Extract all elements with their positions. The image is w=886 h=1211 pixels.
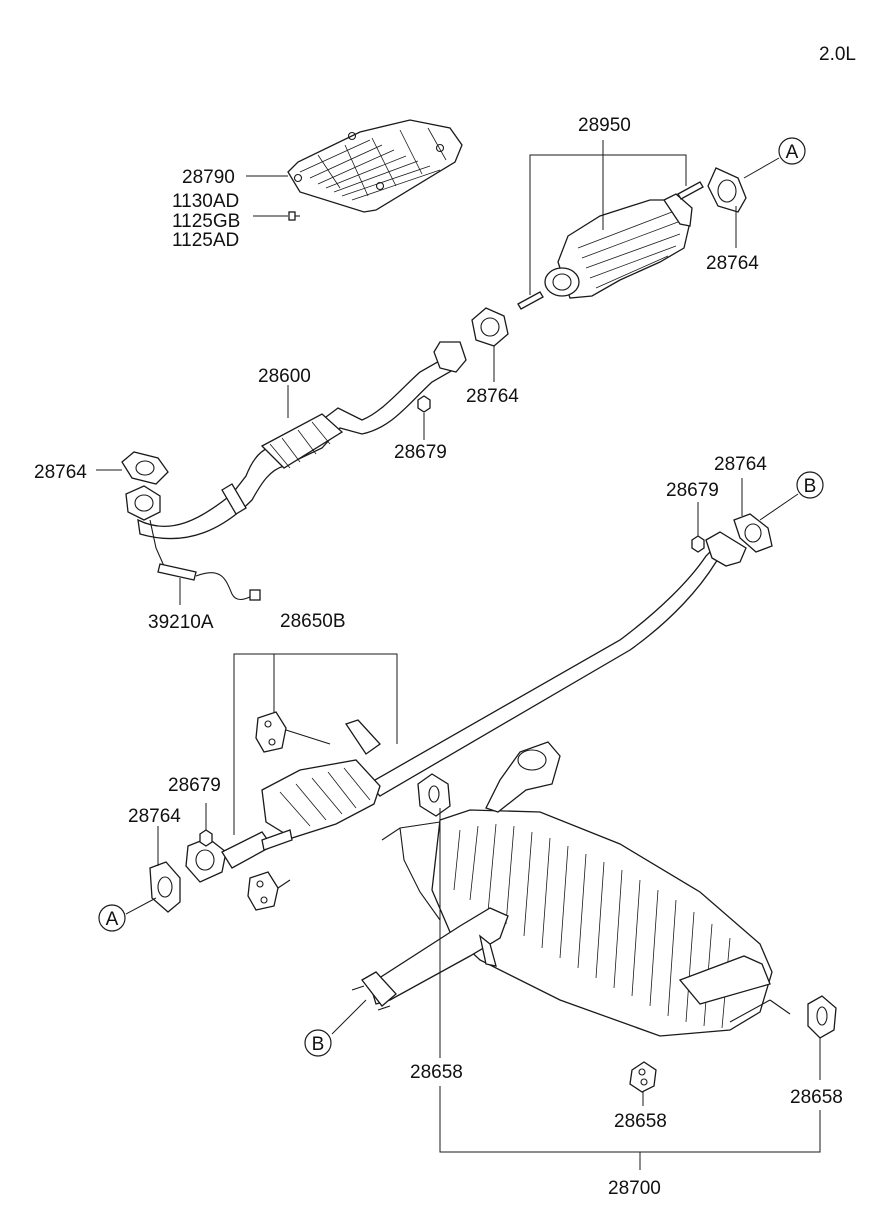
nut-28679-left — [199, 829, 213, 847]
gasket-28764-upper — [707, 167, 747, 213]
callout-b-upper: B — [796, 471, 824, 499]
gasket-28764-lower-left — [149, 861, 181, 913]
label-1125GB: 1125GB — [172, 211, 240, 232]
label-1130AD: 1130AD — [172, 191, 239, 212]
label-28764-middle: 28764 — [466, 386, 519, 407]
label-28764-b: 28764 — [714, 454, 767, 475]
callout-a-lower: A — [98, 904, 126, 932]
callout-a-upper: A — [778, 137, 806, 165]
label-28658-right: 28658 — [790, 1087, 843, 1108]
catalytic-converter-28950 — [517, 181, 704, 310]
nut-28679-middle — [417, 395, 431, 413]
svg-text:A: A — [786, 142, 799, 163]
engine-label: 2.0L — [819, 44, 856, 65]
gasket-28764-b — [733, 513, 773, 553]
hanger-28650B-upper — [255, 711, 331, 753]
label-28790: 28790 — [182, 167, 235, 188]
label-28679-left: 28679 — [168, 775, 221, 796]
label-28658-center: 28658 — [614, 1111, 667, 1132]
label-28650B: 28650B — [280, 611, 346, 632]
bolt-icon — [253, 211, 300, 221]
hanger-28658-right — [807, 995, 837, 1039]
label-1125AD: 1125AD — [172, 230, 239, 251]
svg-text:B: B — [804, 476, 817, 497]
front-pipe-28600 — [125, 341, 467, 540]
nut-28679-right — [691, 535, 705, 553]
gasket-28764-left — [121, 451, 169, 485]
label-28700: 28700 — [608, 1178, 661, 1199]
svg-text:B: B — [312, 1034, 325, 1055]
hanger-28658-bottom — [629, 1061, 657, 1093]
label-28764-lower-left: 28764 — [128, 806, 181, 827]
label-39210A: 39210A — [148, 612, 214, 633]
hanger-28650B-lower — [247, 871, 291, 911]
label-28600: 28600 — [258, 366, 311, 387]
label-28658-left: 28658 — [410, 1062, 463, 1083]
gasket-28764-middle — [471, 307, 509, 347]
label-28764-upper-right: 28764 — [706, 253, 759, 274]
label-28679-middle: 28679 — [394, 442, 447, 463]
heat-protector-28790 — [287, 119, 463, 213]
label-28764-left: 28764 — [34, 462, 87, 483]
label-28950: 28950 — [578, 115, 631, 136]
oxygen-sensor-39210A — [149, 519, 261, 601]
main-muffler-28700 — [351, 741, 791, 1037]
callout-b-lower: B — [304, 1029, 332, 1057]
center-pipe-28650B — [185, 531, 747, 883]
hanger-28658-top — [417, 773, 451, 817]
label-28679-right: 28679 — [666, 480, 719, 501]
svg-text:A: A — [106, 909, 119, 930]
